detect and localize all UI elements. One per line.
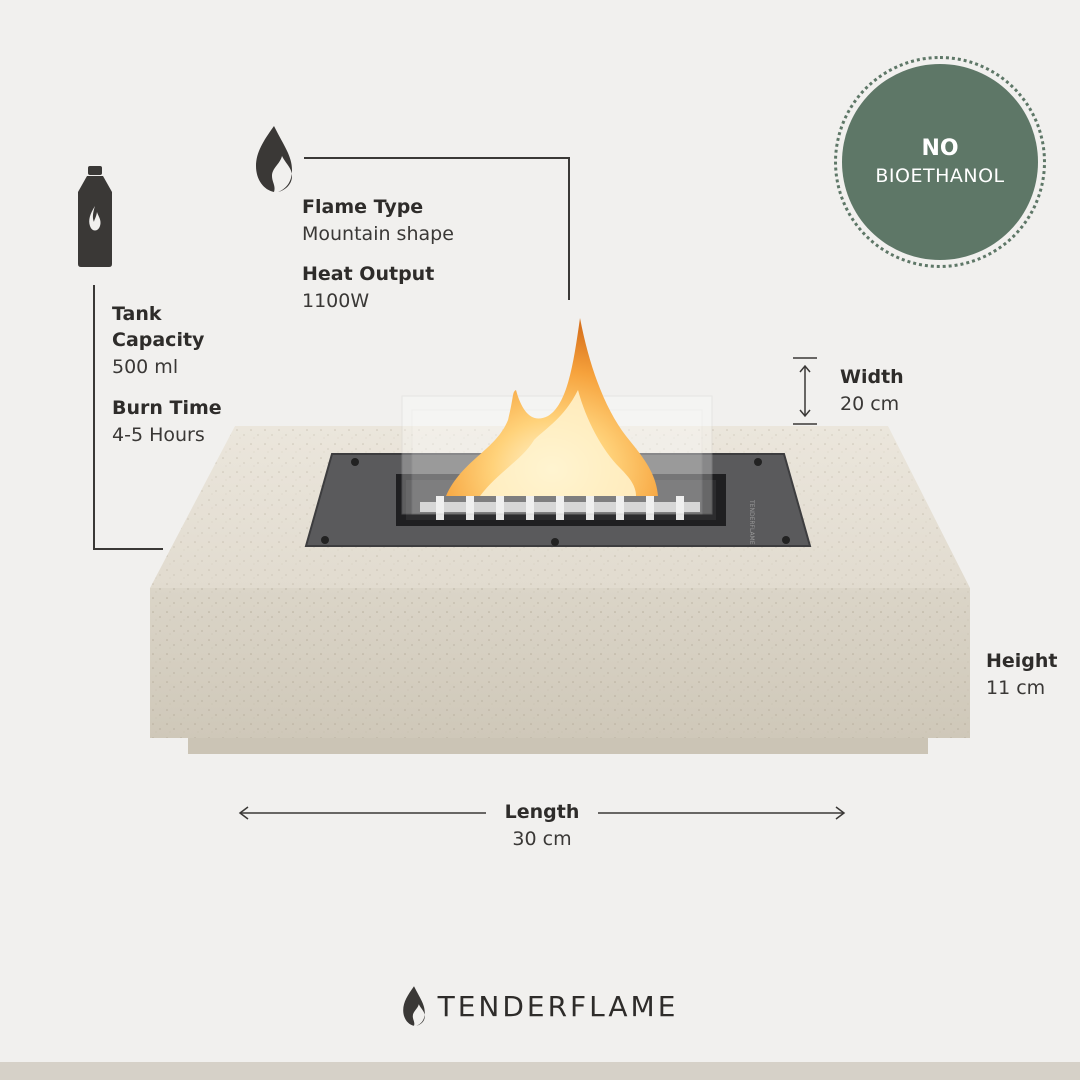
- tank-capacity-value: 500 ml: [112, 356, 179, 378]
- flame-type-label: Flame Type: [302, 196, 424, 218]
- svg-text:TENDERFLAME: TENDERFLAME: [748, 499, 755, 545]
- height-label: Height: [986, 650, 1058, 672]
- brand-name: TENDERFLAME: [437, 989, 679, 1023]
- fire-table-illustration: TENDERFLAME: [150, 318, 970, 754]
- tank-leader-horizontal: [93, 548, 163, 550]
- flame-icon: [256, 126, 292, 192]
- length-arrow-right-icon: [598, 806, 846, 820]
- width-arrow-icon: [793, 357, 817, 425]
- tank-capacity-label-line2: Capacity: [112, 329, 205, 351]
- flame-leader-horizontal: [304, 157, 570, 159]
- badge-bioethanol-text: BIOETHANOL: [875, 165, 1005, 187]
- flame-leader-vertical: [568, 157, 570, 300]
- length-value: 30 cm: [512, 828, 572, 850]
- width-value: 20 cm: [840, 393, 900, 415]
- badge-no-text: NO: [921, 136, 959, 161]
- heat-output-value: 1100W: [302, 290, 370, 312]
- brand-logo: TENDERFLAME: [0, 984, 1080, 1028]
- length-label: Length: [504, 801, 580, 823]
- no-bioethanol-badge: NO BIOETHANOL: [834, 56, 1046, 268]
- tank-capacity-label-line1: Tank: [112, 303, 162, 325]
- brand-flame-icon: [402, 986, 425, 1026]
- footer-band: [0, 1062, 1080, 1080]
- width-label: Width: [840, 366, 904, 388]
- length-arrow-left-icon: [238, 806, 486, 820]
- fuel-bottle-icon: [78, 166, 112, 267]
- tank-leader-vertical: [93, 285, 95, 550]
- burn-time-value: 4-5 Hours: [112, 424, 205, 446]
- heat-output-label: Heat Output: [302, 263, 435, 285]
- height-value: 11 cm: [986, 677, 1046, 699]
- flame-type-value: Mountain shape: [302, 223, 454, 245]
- burn-time-label: Burn Time: [112, 397, 222, 419]
